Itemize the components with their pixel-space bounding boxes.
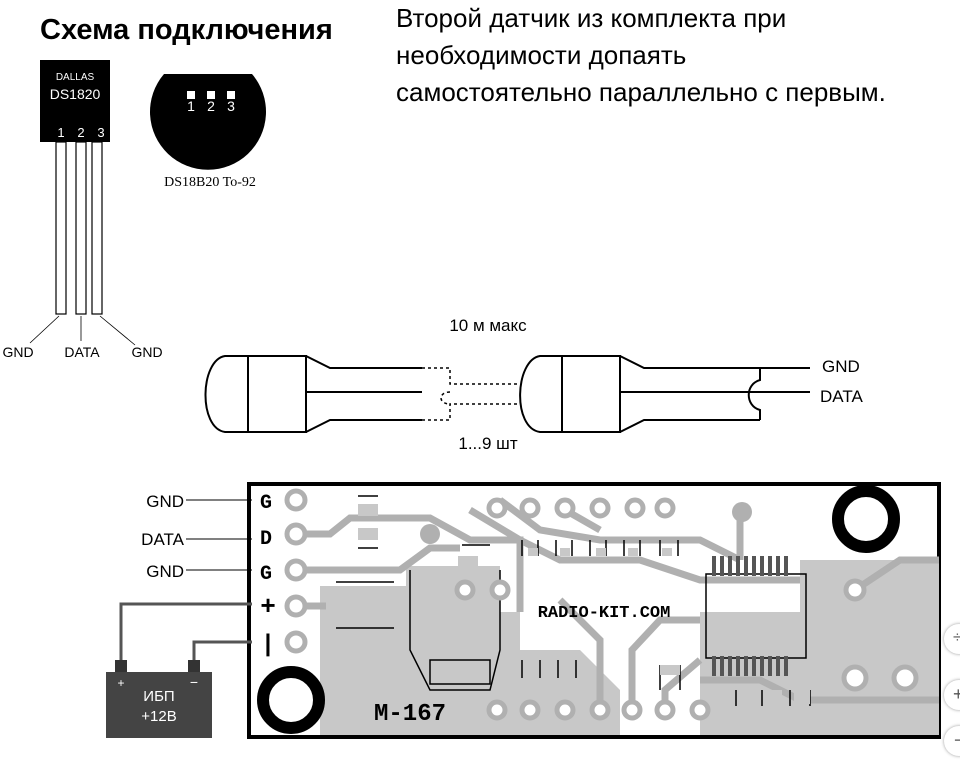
power-supply: + − ИБП +12В (106, 672, 212, 738)
cable-out-gnd: GND (822, 357, 860, 376)
pad-letter: + (260, 592, 276, 622)
note-line: Второй датчик из комплекта при (396, 3, 787, 33)
pad-letter: G (260, 563, 272, 586)
cable-out-data: DATA (820, 387, 863, 406)
controller-board: G D G + | RADIO-KIT.COM M-167 (247, 482, 941, 739)
zoom-out-button[interactable]: − (944, 726, 960, 756)
pad-letter: D (260, 528, 272, 551)
input-label-data: DATA (141, 530, 184, 549)
mounting-hole (832, 485, 900, 553)
page-title: Схема подключения (40, 14, 333, 46)
sensor-pin-number: 1 (57, 125, 64, 140)
input-label-gnd: GND (146, 562, 184, 581)
split-icon: ÷ (953, 629, 960, 646)
to92-caption: DS18B20 To-92 (164, 175, 256, 190)
board-brand-text: RADIO-KIT.COM (538, 604, 671, 623)
to92-pin-number: 2 (207, 98, 215, 114)
pad-letter: G (260, 492, 272, 515)
pad-letter: | (261, 632, 275, 659)
mounting-hole (257, 666, 325, 734)
psu-voltage: +12В (141, 708, 176, 725)
psu-label: ИБП (143, 688, 174, 705)
side-button-split[interactable]: ÷ (944, 624, 960, 654)
sensor-brand: DALLAS (56, 72, 95, 83)
zoom-in-button[interactable]: + (944, 680, 960, 710)
sensor-pin-number: 3 (97, 125, 104, 140)
minus-icon: − (954, 730, 960, 750)
plus-icon: + (953, 684, 960, 704)
ds1820-sensor: DALLAS DS1820 1 2 3 GND DATA GND (2, 60, 163, 360)
lead-label-gnd: GND (131, 344, 162, 360)
psu-minus-terminal: − (190, 674, 198, 690)
sensor-model: DS1820 (50, 86, 101, 102)
ds18b20-to92-sensor: 1 2 3 DS18B20 To-92 (150, 74, 267, 190)
psu-plus-terminal: + (117, 676, 124, 690)
to92-pin-number: 1 (187, 98, 195, 114)
sensor-count-label: 1...9 шт (458, 434, 517, 453)
note-line: самостоятельно параллельно с первым. (396, 77, 886, 107)
sensor-pin-number: 2 (77, 125, 84, 140)
to92-pin-number: 3 (227, 98, 235, 114)
board-model-text: M-167 (374, 701, 446, 728)
input-label-gnd: GND (146, 492, 184, 511)
assembly-note: Второй датчик из комплекта при необходим… (396, 0, 956, 111)
lead-label-gnd: GND (2, 344, 33, 360)
cable-length-label: 10 м макс (449, 316, 527, 335)
sensor-cable: 10 м макс 1...9 шт GND DATA (204, 316, 863, 453)
lead-label-data: DATA (64, 344, 100, 360)
power-wires (119, 602, 252, 662)
note-line: необходимости допаять (396, 40, 687, 70)
board-input-labels: GND DATA GND (141, 492, 252, 581)
